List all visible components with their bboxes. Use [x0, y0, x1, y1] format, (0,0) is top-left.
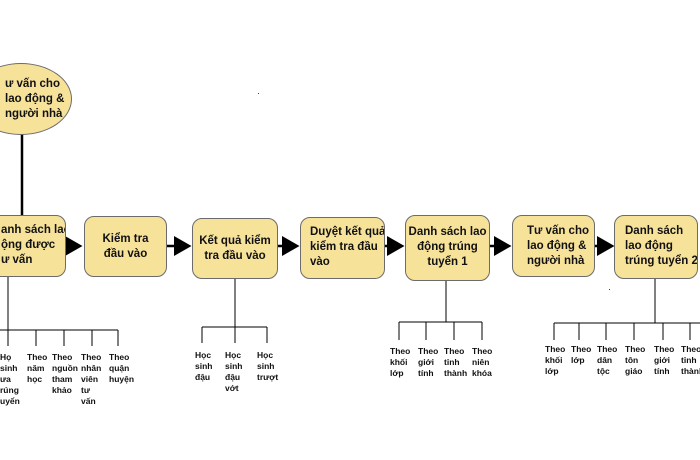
consult-box-mid: Tư vấn cho lao động & người nhà — [512, 215, 595, 277]
consult-ellipse-top: ư vấn cho lao động & người nhà — [0, 63, 72, 135]
node-label: Kiểm tra đầu vào — [102, 233, 149, 260]
leaf-label: Theo tôn giáo — [625, 344, 646, 376]
leaf-label: Theo năm học — [27, 352, 48, 384]
consulted-worker-list-box: anh sách lao ộng được ư vấn — [0, 215, 66, 277]
leaf-label: Theo nhân viên tư vấn — [81, 352, 102, 406]
node-label: anh sách lao ộng được ư vấn — [1, 224, 65, 266]
leaf-label: Theo tỉnh thành — [444, 346, 468, 378]
node-label: Duyệt kết quả kiểm tra đầu vào — [310, 226, 385, 268]
node-label: Tư vấn cho lao động & người nhà — [527, 225, 590, 267]
leaf-label: Theo niên khóa — [472, 346, 493, 378]
leaf-label: Học sinh đậu — [195, 350, 213, 382]
entrance-test-box: Kiểm tra đầu vào — [84, 216, 167, 277]
leaf-label: Theo lớp — [571, 344, 592, 365]
node-label: ư vấn cho lao động & người nhà — [5, 78, 65, 120]
leaf-label: Theo giới tính — [418, 346, 439, 378]
node-label: Danh sách lao động trúng tuyển 2 — [625, 225, 698, 267]
selected-worker-list-1-box: Danh sách lao động trúng tuyển 1 — [405, 215, 490, 281]
entrance-test-results-box: Kết quả kiểm tra đầu vào — [192, 218, 278, 279]
approve-test-results-box: Duyệt kết quả kiểm tra đầu vào — [300, 217, 385, 279]
leaf-label: Theo quận huyện — [109, 352, 135, 384]
node-label: Danh sách lao động trúng tuyển 1 — [408, 226, 487, 268]
leaf-label: Theo khối lớp — [545, 344, 566, 376]
selected-worker-list-2-box: Danh sách lao động trúng tuyển 2 — [614, 215, 698, 279]
leaf-label: Theo dân tộc — [597, 344, 618, 376]
leaf-label: Học sinh trượt — [257, 350, 279, 382]
stray-dot — [258, 93, 259, 94]
stray-dot — [609, 289, 610, 290]
node-label: Kết quả kiểm tra đầu vào — [199, 235, 271, 262]
leaf-label: Họ sinh ưa rúng uyển — [0, 352, 20, 406]
leaf-label: Theo khối lớp — [390, 346, 411, 378]
leaf-label: Theo giới tính — [654, 344, 675, 376]
leaf-label: Theo tỉnh thành — [681, 344, 700, 376]
leaf-label: Theo nguồn tham khảo — [52, 352, 78, 395]
leaf-label: Học sinh đậu vớt — [225, 350, 243, 393]
